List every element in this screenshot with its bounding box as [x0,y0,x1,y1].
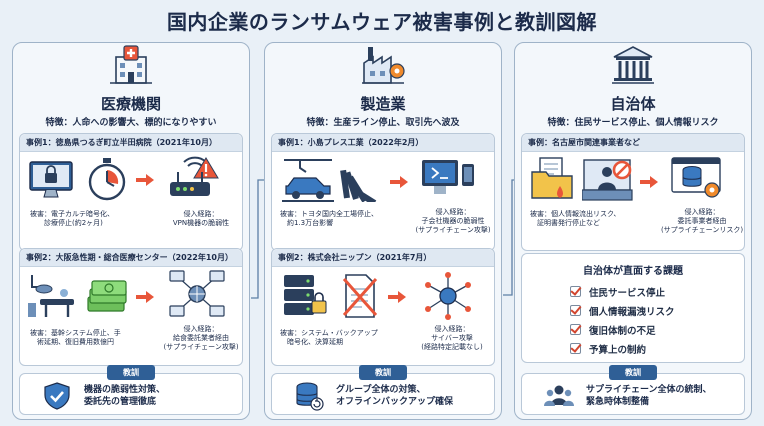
government-building-icon [612,46,654,84]
page-title: 国内企業のランサムウェア被害事例と教訓図解 [166,10,598,34]
case-card-1: 事例：名古屋市関連事業者など [521,133,745,251]
case-title: 事例：名古屋市関連事業者など [522,134,744,152]
column-manufacturing: 製造業 特徴：生産ライン停止、取引先へ波及 事例1：小島プレス工業（2022年2… [264,42,502,420]
column-municipality: 自治体 特徴：住民サービス停止、個人情報リスク 事例：名古屋市関連事業者など [514,42,752,420]
service-counter-closed-icon [582,159,633,201]
cancelled-document-icon [342,274,378,318]
domino-icon [340,169,377,202]
case-title: 事例1：小島プレス工業（2022年2月） [272,134,494,152]
checkbox-icon [570,324,581,335]
lesson-box: 教訓 サプライチェーン全体の統制、 緊急時体制整備 [521,365,745,415]
operating-room-icon [28,275,74,317]
stopwatch-icon [88,158,126,201]
hospital-icon [110,45,152,84]
money-stack-icon [87,280,127,312]
lesson-label: 教訓 [107,365,155,380]
lesson-label: 教訓 [609,365,657,380]
column-medical: 医療機関 特徴：人命への影響大、標的になりやすい 事例1：徳島県つるぎ町立半田病… [12,42,250,420]
case-title: 事例2：大阪急性期・総合医療センター（2022年10月） [20,249,242,267]
route-text: 侵入経路： 委託事業者経由 (サプライチェーンリスク) [660,208,744,234]
column-feature: 特徴：住民サービス停止、個人情報リスク [547,118,719,128]
lesson-box: 教訓 グループ全体の対策、 オフラインバックアップ確保 [271,365,495,415]
issue-item: 住民サービス停止 [570,282,675,301]
arrow-right-icon [640,176,658,188]
lesson-text: グループ全体の対策、 オフラインバックアップ確保 [336,385,454,407]
case-card-2: 事例2：大阪急性期・総合医療センター（2022年10月） [19,248,243,366]
lesson-box: 教訓 機器の脆弱性対策、 委託先の管理徹底 [19,365,243,415]
checkbox-icon [570,343,581,354]
assembly-line-car-icon [282,159,334,202]
shield-check-icon [44,382,70,410]
lesson-text: 機器の脆弱性対策、 委託先の管理徹底 [84,385,166,407]
issue-item: 個人情報漏洩リスク [570,301,675,320]
factory-gear-icon [362,47,405,84]
database-backup-icon [296,382,324,411]
route-text: 侵入経路： 給食委託業者経由 (サプライチェーン攻撃) [163,325,239,351]
case-card-1: 事例1：小島プレス工業（2022年2月） [271,133,495,251]
issues-list: 住民サービス停止 個人情報漏洩リスク 復旧体制の不足 予算上の制約 [570,282,675,358]
route-text: 侵入経路： サイバー攻撃 (経路特定記載なし) [421,325,483,351]
device-terminal-icon [422,160,474,194]
issues-title: 自治体が直面する課題 [583,266,683,277]
lesson-text: サプライチェーン全体の統制、 緊急時体制整備 [586,385,712,407]
damage-text: 被害：システム・バックアップ 暗号化、決算延期 [280,329,378,346]
network-icon [169,270,225,317]
case-card-1: 事例1：徳島県つるぎ町立半田病院（2021年10月） [19,133,243,251]
issues-box: 自治体が直面する課題 住民サービス停止 個人情報漏洩リスク 復旧体制の不足 予算… [521,253,745,363]
damage-text: 被害：トヨタ国内全工場停止、 約1.3万台影響 [280,210,378,227]
damage-text: 被害：個人情報流出リスク、 証明書発行停止など [530,210,621,227]
column-name: 自治体 [610,95,656,113]
cyber-attack-network-icon [425,272,471,320]
people-group-icon [544,385,574,406]
router-warning-icon [170,156,219,196]
column-name: 製造業 [360,95,406,113]
leaking-folder-icon [531,157,573,199]
issue-item: 復旧体制の不足 [570,320,675,339]
column-name: 医療機関 [100,95,161,113]
checkbox-icon [570,286,581,297]
locked-monitor-icon [29,161,73,198]
lesson-label: 教訓 [359,365,407,380]
damage-text: 被害：電子カルテ暗号化、 診療停止(約2ヶ月) [30,210,114,227]
column-feature: 特徴：生産ライン停止、取引先へ波及 [306,118,460,128]
case-title: 事例2：株式会社ニップン（2021年7月） [272,249,494,267]
case-title: 事例1：徳島県つるぎ町立半田病院（2021年10月） [20,134,242,152]
server-lock-icon [284,275,327,315]
arrow-right-icon [136,174,154,186]
route-text: 侵入経路： VPN機器の脆弱性 [172,210,230,227]
checkbox-icon [570,305,581,316]
arrow-right-icon [390,176,408,188]
arrow-right-icon [136,291,154,303]
route-text: 侵入経路： 子会社機器の脆弱性 (サプライチェーン攻撃) [415,208,491,234]
issue-item: 予算上の制約 [570,339,675,358]
damage-text: 被害：基幹システム停止、手 術延期、復旧費用数億円 [30,329,121,346]
column-feature: 特徴：人命への影響大、標的になりやすい [45,118,217,128]
case-card-2: 事例2：株式会社ニップン（2021年7月） [271,248,495,366]
browser-database-gear-icon [671,157,721,198]
arrow-right-icon [388,291,406,303]
